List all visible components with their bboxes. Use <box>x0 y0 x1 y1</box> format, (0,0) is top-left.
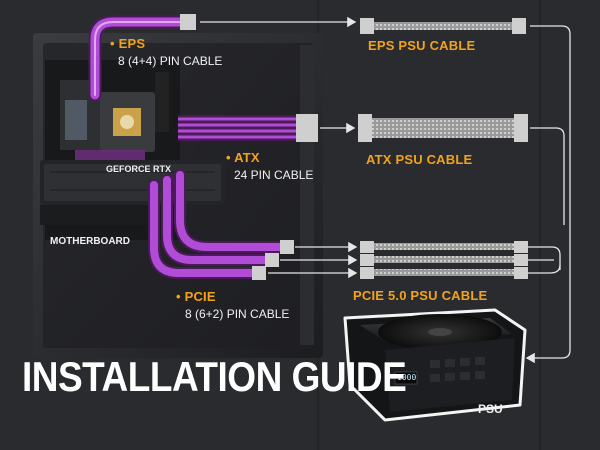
atx-cable <box>178 114 318 142</box>
eps-psu-cable-icon <box>360 18 526 34</box>
pcie-cables <box>148 169 294 280</box>
pcie-label: • PCIE <box>176 289 216 304</box>
pcie-desc: 8 (6+2) PIN CABLE <box>185 307 290 321</box>
motherboard-label: MOTHERBOARD <box>50 236 130 247</box>
atx-desc: 24 PIN CABLE <box>234 168 314 182</box>
psu <box>343 308 527 422</box>
psu-display: 1000 <box>397 373 417 382</box>
eps-psu-label: EPS PSU CABLE <box>368 38 476 53</box>
psu-label: PSU <box>478 402 503 416</box>
eps-label-text: EPS <box>118 36 146 51</box>
eps-desc: 8 (4+4) PIN CABLE <box>118 54 223 68</box>
pcie-label-text: PCIE <box>184 289 216 304</box>
page-title: INSTALLATION GUIDE <box>22 354 407 400</box>
connection-arrows <box>200 16 571 364</box>
gpu-brand-label: GEFORCE RTX <box>106 164 172 174</box>
pcie-psu-cable-icon <box>360 241 528 279</box>
atx-label: • ATX <box>226 150 260 165</box>
atx-psu-label: ATX PSU CABLE <box>366 152 473 167</box>
eps-label: • EPS <box>110 36 146 51</box>
eps-cable <box>88 14 197 102</box>
atx-psu-cable-icon <box>358 114 528 142</box>
pcie-psu-label: PCIE 5.0 PSU CABLE <box>353 288 488 303</box>
atx-label-text: ATX <box>234 150 260 165</box>
